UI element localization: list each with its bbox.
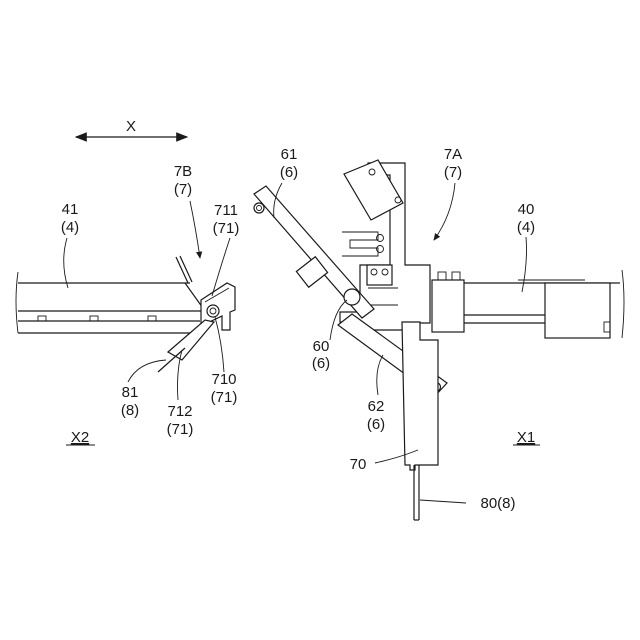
leader-62 — [377, 355, 383, 395]
left-conveyor-41 — [16, 272, 205, 333]
label-80: 80(8) — [480, 495, 515, 512]
label-41: 41 — [62, 201, 79, 218]
label-61: 61 — [281, 146, 298, 163]
label-side-x1: X1 — [517, 429, 535, 446]
leader-7a — [434, 183, 455, 240]
label-40: 40 — [518, 201, 535, 218]
label-62: 62 — [368, 398, 385, 415]
label-712: 712 — [167, 403, 192, 420]
label-711: 711 — [214, 202, 238, 219]
label-direction-x: X — [126, 118, 136, 135]
leader-40 — [522, 237, 527, 292]
label-7a-sub: (7) — [444, 164, 462, 181]
label-62-sub: (6) — [367, 416, 385, 433]
label-40-sub: (4) — [517, 219, 535, 236]
label-712-sub: (71) — [167, 421, 194, 438]
label-60: 60 — [313, 338, 330, 355]
shaft-70 — [402, 322, 438, 470]
right-conveyor-40 — [432, 270, 624, 338]
left-stopper-7b — [158, 256, 235, 372]
label-710-sub: (71) — [211, 389, 238, 406]
leader-41 — [64, 238, 68, 288]
leader-7b — [190, 201, 200, 258]
label-711-sub: (71) — [213, 220, 240, 237]
label-60-sub: (6) — [312, 355, 330, 372]
label-7a: 7A — [444, 146, 462, 163]
label-81-sub: (8) — [121, 402, 139, 419]
leader-81 — [128, 360, 166, 382]
label-70: 70 — [350, 456, 367, 473]
leader-80 — [420, 500, 466, 503]
label-41-sub: (4) — [61, 219, 79, 236]
label-7b-sub: (7) — [174, 181, 192, 198]
label-7b: 7B — [174, 163, 192, 180]
label-side-x2: X2 — [71, 429, 89, 446]
rod-80 — [414, 465, 419, 520]
pin-60 — [344, 289, 360, 305]
label-61-sub: (6) — [280, 164, 298, 181]
label-81: 81 — [122, 384, 139, 401]
label-710: 710 — [211, 371, 236, 388]
